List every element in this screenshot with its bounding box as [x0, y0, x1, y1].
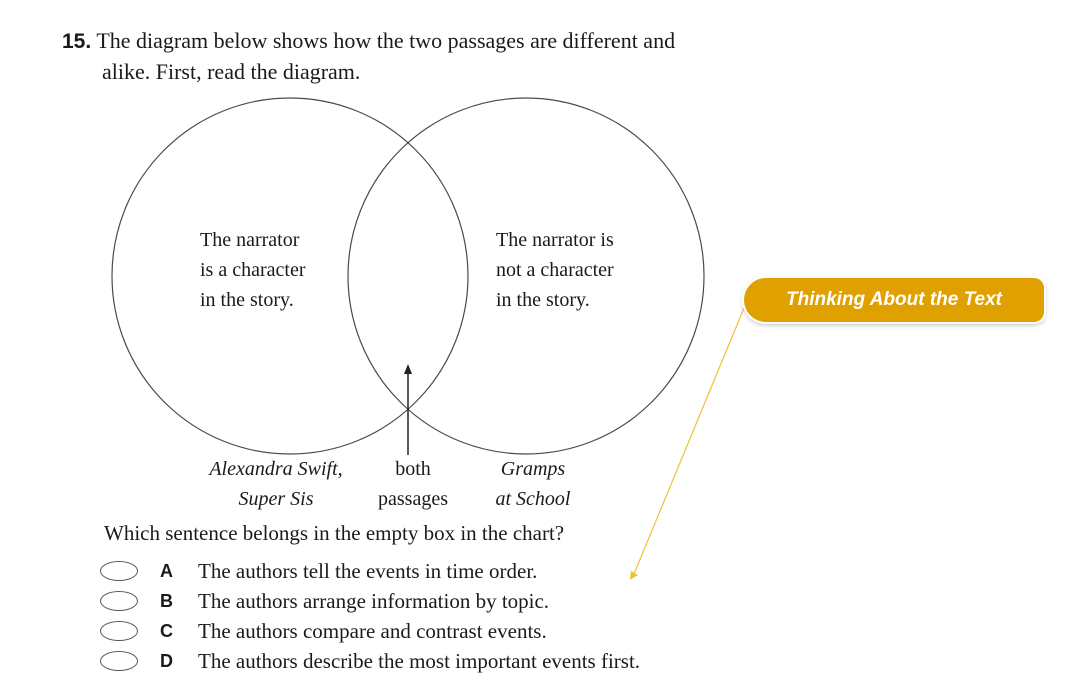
choice-a[interactable]: A The authors tell the events in time or…	[100, 556, 537, 586]
question-stem-line2: alike. First, read the diagram.	[102, 59, 361, 84]
choice-c[interactable]: C The authors compare and contrast event…	[100, 616, 547, 646]
right-label-line2: at School	[495, 488, 571, 510]
thinking-about-the-text-callout[interactable]: Thinking About the Text	[744, 278, 1044, 322]
choice-text: The authors compare and contrast events.	[198, 618, 547, 643]
left-circle-text: The narrator is a character in the story…	[200, 229, 306, 311]
answer-bubble[interactable]	[100, 591, 138, 611]
answer-bubble[interactable]	[100, 561, 138, 581]
question-stem: 15. The diagram below shows how the two …	[62, 26, 782, 87]
choice-letter: A	[160, 560, 173, 581]
question-stem-line1: The diagram below shows how the two pass…	[96, 28, 676, 53]
choice-text: The authors tell the events in time orde…	[198, 558, 538, 583]
arrow-head	[404, 364, 412, 374]
choice-letter: D	[160, 650, 173, 671]
right-circle-text: The narrator is not a character in the s…	[496, 229, 614, 311]
answer-bubble[interactable]	[100, 621, 138, 641]
middle-label-line2: passages	[378, 488, 448, 510]
callout-leader-line	[633, 307, 745, 575]
answer-bubble[interactable]	[100, 651, 138, 671]
choice-text: The authors arrange information by topic…	[198, 588, 550, 613]
question-number: 15.	[62, 30, 92, 53]
choice-b[interactable]: B The authors arrange information by top…	[100, 586, 549, 616]
left-circle	[111, 97, 469, 455]
left-label-line1: Alexandra Swift,	[209, 458, 343, 480]
callout-leader-arrow	[630, 571, 638, 580]
choice-letter: C	[160, 620, 173, 641]
left-label-line2: Super Sis	[238, 488, 314, 510]
choice-letter: B	[160, 590, 173, 611]
choice-d[interactable]: D The authors describe the most importan…	[100, 646, 640, 676]
question-prompt: Which sentence belongs in the empty box …	[104, 521, 565, 545]
right-label-line1: Gramps	[500, 458, 566, 480]
middle-label-line1: both	[395, 458, 431, 480]
right-circle	[347, 97, 705, 455]
choice-text: The authors describe the most important …	[198, 648, 641, 673]
